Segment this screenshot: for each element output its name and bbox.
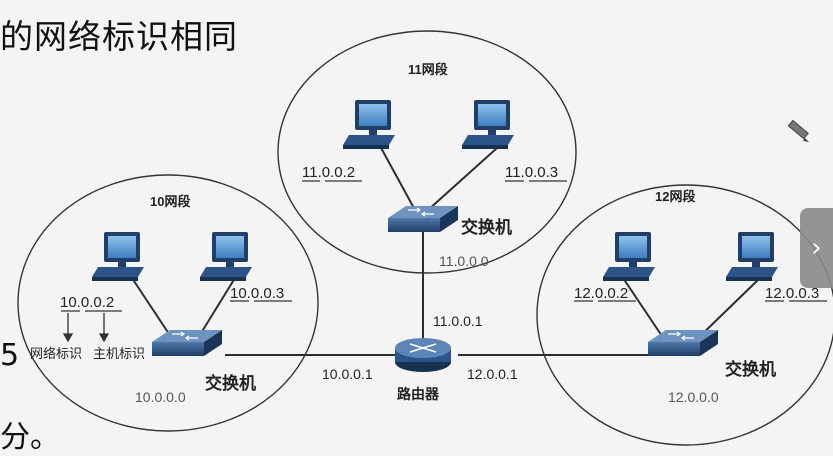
ip-12-right: 12.0.0.3 bbox=[765, 285, 819, 302]
ip-underlines bbox=[61, 180, 827, 312]
segment-circle-10 bbox=[17, 174, 319, 432]
next-slide-button[interactable]: › bbox=[800, 208, 833, 288]
segment-circle-12 bbox=[536, 184, 833, 446]
router-ip-top: 11.0.0.1 bbox=[433, 313, 483, 329]
computer-icon-11-right bbox=[462, 100, 514, 149]
ip-10-right: 10.0.0.3 bbox=[230, 285, 284, 302]
text-fragment: 分。 bbox=[0, 420, 60, 455]
switch-ip-11: 11.0.0.0 bbox=[439, 253, 489, 269]
computer-icon-12-right bbox=[726, 232, 778, 281]
switch-label-11: 交换机 bbox=[461, 217, 512, 237]
switch-ip-12: 12.0.0.0 bbox=[668, 389, 719, 405]
router-ip-left: 10.0.0.1 bbox=[322, 366, 373, 382]
segment-circle-11 bbox=[277, 30, 577, 274]
switch-label-10: 交换机 bbox=[205, 373, 256, 393]
ip-10-left: 10.0.0.2 bbox=[60, 294, 114, 311]
pen-icon[interactable] bbox=[784, 116, 812, 144]
text-fragment: 5 bbox=[0, 338, 20, 373]
chevron-right-icon: › bbox=[811, 233, 822, 263]
host-id-label: 主机标识 bbox=[93, 346, 145, 361]
switch-icon-10 bbox=[151, 329, 223, 357]
router-label: 路由器 bbox=[397, 386, 440, 402]
network-id-label: 网络标识 bbox=[30, 346, 82, 361]
ip-12-left: 12.0.0.2 bbox=[574, 285, 628, 302]
segment-label-10: 10网段 bbox=[150, 194, 190, 209]
ip-11-right: 11.0.0.3 bbox=[505, 164, 558, 181]
switch-label-12: 交换机 bbox=[725, 359, 776, 379]
ip-11-left: 11.0.0.2 bbox=[302, 164, 355, 181]
segment-label-11: 11网段 bbox=[408, 62, 448, 77]
computer-icon-10-right bbox=[200, 232, 252, 281]
switch-ip-10: 10.0.0.0 bbox=[135, 389, 186, 405]
slide-heading: 的网络标识相同 bbox=[0, 17, 238, 56]
computer-icon-12-left bbox=[603, 232, 655, 281]
computer-icon-10-left bbox=[92, 232, 144, 281]
segment-label-12: 12网段 bbox=[655, 189, 695, 204]
switch-icon-11 bbox=[387, 205, 459, 233]
router-icon bbox=[395, 338, 451, 372]
annotation-arrows bbox=[62, 313, 110, 343]
computer-icon-11-left bbox=[343, 100, 395, 149]
router-ip-right: 12.0.0.1 bbox=[467, 366, 518, 382]
switch-icon-12 bbox=[647, 329, 719, 357]
